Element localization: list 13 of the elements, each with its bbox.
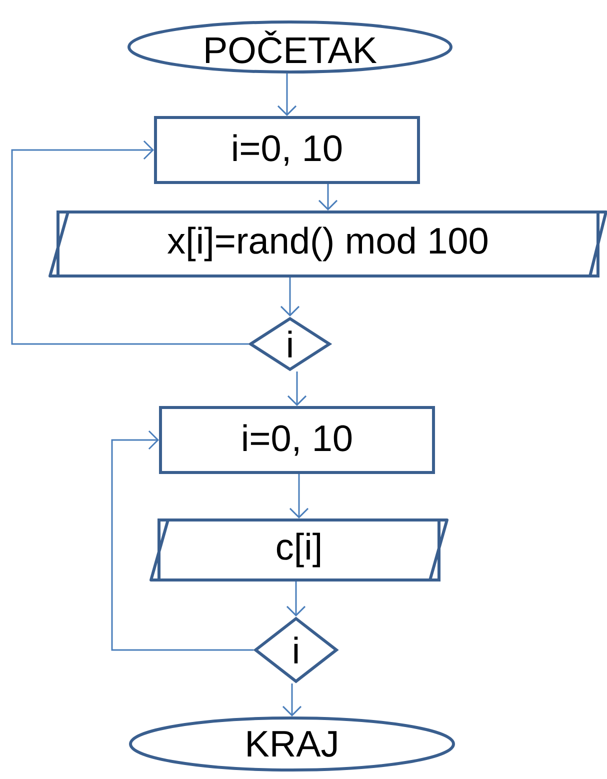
arrow — [277, 74, 297, 116]
io-parallelogram: x[i]=rand() mod 100 — [48, 210, 607, 278]
arrow — [280, 278, 300, 316]
process-box: i=0, 10 — [154, 116, 420, 184]
arrow — [282, 684, 302, 716]
arrow — [111, 430, 254, 651]
arrow — [286, 582, 306, 616]
io-parallelogram: c[i] — [150, 518, 448, 582]
arrow — [11, 140, 248, 345]
arrow — [289, 474, 309, 518]
arrow — [287, 372, 307, 406]
process-box: i=0, 10 — [159, 406, 435, 474]
arrow — [318, 184, 338, 210]
